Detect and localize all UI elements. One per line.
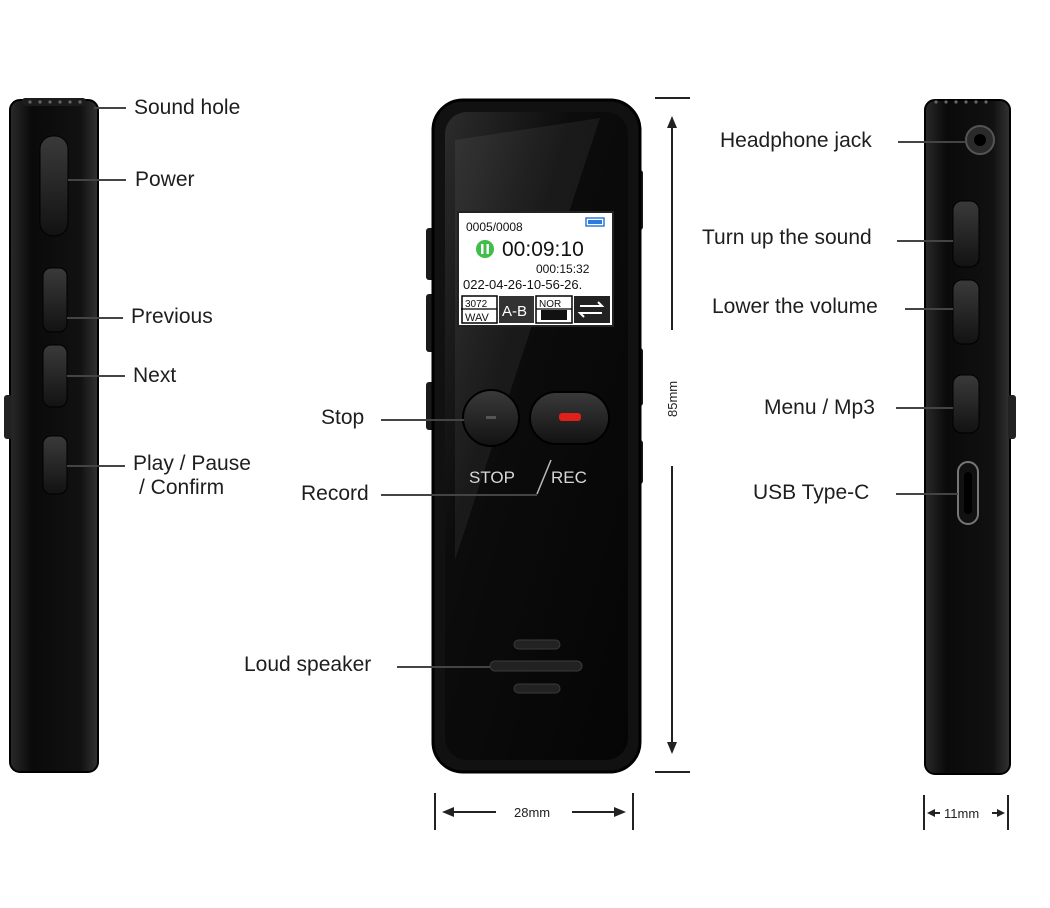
record-label: Record bbox=[301, 482, 369, 505]
ab-repeat: A-B bbox=[502, 303, 527, 320]
confirm-label: / Confirm bbox=[139, 476, 225, 499]
right-side-view bbox=[924, 99, 1016, 775]
front-view bbox=[426, 98, 643, 774]
battery-icon bbox=[585, 217, 605, 227]
next-button-icon bbox=[42, 344, 68, 408]
play-pause-label: Play / Pause bbox=[133, 452, 251, 475]
turn-up-leader bbox=[897, 240, 953, 242]
menu-leader bbox=[896, 407, 953, 409]
usb-leader bbox=[896, 493, 958, 495]
left-side-view bbox=[4, 98, 99, 773]
previous-button-icon bbox=[42, 267, 68, 333]
sound-hole-label: Sound hole bbox=[134, 96, 241, 119]
headphone-jack-label: Headphone jack bbox=[720, 129, 872, 152]
play-pause-leader bbox=[67, 465, 125, 467]
loud-speaker-leader bbox=[397, 666, 490, 668]
lower-label: Lower the volume bbox=[712, 295, 878, 318]
headphone-jack-leader bbox=[898, 141, 966, 143]
eq-bars-icon bbox=[541, 310, 567, 320]
next-leader bbox=[67, 375, 125, 377]
volume-down-button-icon bbox=[952, 279, 980, 345]
play-indicator-icon bbox=[476, 240, 494, 258]
next-label: Next bbox=[133, 364, 177, 387]
menu-button-icon bbox=[952, 374, 980, 434]
sound-hole-icon bbox=[22, 98, 86, 106]
record-leader bbox=[381, 494, 537, 496]
play-pause-button-icon bbox=[42, 435, 68, 495]
stop-button-label: STOP bbox=[469, 468, 515, 487]
volume-up-button-icon bbox=[952, 200, 980, 268]
power-leader bbox=[68, 179, 126, 181]
rec-button-label: REC bbox=[551, 468, 587, 487]
sound-hole-leader bbox=[94, 107, 126, 109]
datetime: 022-04-26-10-56-26. bbox=[463, 277, 582, 292]
loud-speaker-label: Loud speaker bbox=[244, 653, 372, 676]
format: WAV bbox=[465, 312, 489, 324]
eq-mode: NOR bbox=[539, 299, 561, 310]
speaker-grille-icon bbox=[489, 639, 583, 694]
depth-dimension: 11mm bbox=[944, 806, 979, 821]
menu-label: Menu / Mp3 bbox=[764, 396, 875, 419]
total-time: 000:15:32 bbox=[536, 262, 590, 276]
track-counter: 0005/0008 bbox=[466, 220, 523, 234]
turn-up-label: Turn up the sound bbox=[702, 226, 872, 249]
stop-leader bbox=[381, 419, 464, 421]
previous-label: Previous bbox=[131, 305, 213, 328]
elapsed-time: 00:09:10 bbox=[502, 238, 584, 261]
dimension-lines bbox=[434, 97, 1009, 830]
lower-leader bbox=[905, 308, 953, 310]
width-dimension: 28mm bbox=[514, 805, 550, 820]
repeat-icon bbox=[574, 296, 610, 323]
record-indicator-icon bbox=[559, 413, 581, 421]
height-dimension: 85mm bbox=[665, 381, 680, 417]
power-switch-icon bbox=[39, 135, 69, 237]
previous-leader bbox=[67, 317, 123, 319]
power-label: Power bbox=[135, 168, 195, 191]
bitrate: 3072 bbox=[465, 299, 488, 310]
stop-label: Stop bbox=[321, 406, 365, 429]
usb-label: USB Type-C bbox=[753, 481, 870, 504]
